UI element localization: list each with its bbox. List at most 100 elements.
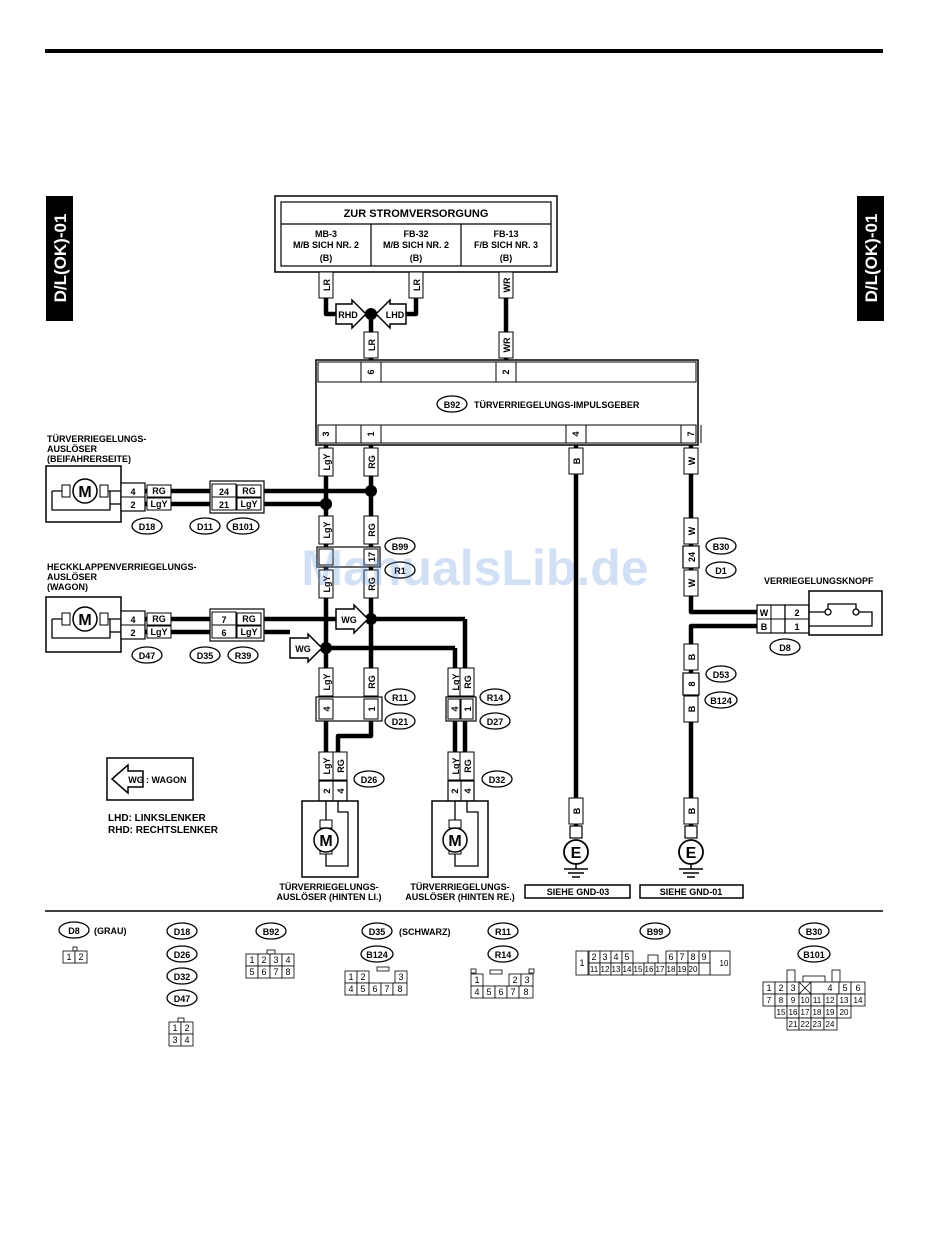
svg-text:24: 24 — [219, 487, 229, 497]
svg-text:AUSLÖSER (HINTEN RE.): AUSLÖSER (HINTEN RE.) — [405, 892, 515, 902]
svg-text:19: 19 — [678, 965, 687, 974]
svg-text:R14: R14 — [495, 950, 512, 960]
svg-text:B: B — [687, 705, 697, 712]
connector-views: D8 (GRAU) 1 2 D18 D26 D32 D47 1 2 3 4 B9… — [58, 921, 866, 1047]
svg-text:1: 1 — [348, 972, 353, 982]
svg-text:D8: D8 — [779, 643, 791, 653]
svg-text:1: 1 — [766, 983, 771, 993]
svg-text:8: 8 — [523, 987, 528, 997]
svg-text:14: 14 — [854, 996, 863, 1005]
svg-text:10: 10 — [801, 996, 810, 1005]
svg-text:1: 1 — [249, 955, 254, 965]
power-supply-box: ZUR STROMVERSORGUNG MB-3 M/B SICH NR. 2 … — [274, 195, 558, 273]
svg-text:LgY: LgY — [322, 522, 332, 539]
svg-text:B124: B124 — [366, 950, 388, 960]
svg-text:4: 4 — [184, 1035, 189, 1045]
svg-text:2: 2 — [261, 955, 266, 965]
svg-text:4: 4 — [322, 706, 332, 711]
svg-text:RG: RG — [463, 759, 473, 773]
rear-left-actuator: 2 4 M D26 TÜRVERRIEGELUNGS- AUSLÖSER (HI… — [277, 770, 385, 902]
svg-text:D32: D32 — [174, 972, 191, 982]
svg-text:9: 9 — [791, 996, 796, 1005]
lhd-label: LHD — [386, 310, 405, 320]
tag-lgy-4: LgY — [318, 667, 334, 697]
svg-text:B92: B92 — [263, 927, 280, 937]
svg-text:B: B — [572, 807, 582, 814]
svg-text:LgY: LgY — [322, 674, 332, 691]
svg-text:D53: D53 — [713, 670, 730, 680]
svg-text:D1: D1 — [715, 566, 727, 576]
svg-text:18: 18 — [667, 965, 676, 974]
b92-connector-tag: B92 — [444, 400, 461, 410]
tag-lr-mid: LR — [363, 331, 379, 359]
svg-text:B124: B124 — [710, 696, 732, 706]
svg-text:6: 6 — [855, 983, 860, 993]
svg-text:7: 7 — [221, 615, 226, 625]
svg-text:5: 5 — [360, 984, 365, 994]
svg-text:3: 3 — [273, 955, 278, 965]
passenger-actuator: TÜRVERRIEGELUNGS- AUSLÖSER (BEIFAHRERSEI… — [45, 434, 265, 535]
svg-text:W: W — [760, 608, 769, 618]
svg-text:AUSLÖSER: AUSLÖSER — [47, 444, 98, 454]
rhd-label: RHD — [338, 310, 358, 320]
r14-junction: 4 1 R14 D27 — [445, 688, 511, 730]
lhd-flag: LHD — [374, 298, 407, 330]
svg-text:D47: D47 — [139, 651, 156, 661]
fuse-1-col: (B) — [320, 253, 333, 263]
svg-text:RG: RG — [463, 675, 473, 689]
svg-text:1: 1 — [474, 975, 479, 985]
svg-text:12: 12 — [826, 996, 835, 1005]
svg-text:B: B — [687, 807, 697, 814]
svg-text:WG: WG — [295, 644, 311, 654]
svg-text:13: 13 — [612, 965, 621, 974]
tag-rg-7: RG — [459, 751, 475, 781]
svg-text:3: 3 — [398, 972, 403, 982]
svg-text:W: W — [687, 456, 697, 465]
svg-text:12: 12 — [601, 965, 610, 974]
pin-bot-7: 7 — [686, 431, 696, 436]
svg-text:1: 1 — [66, 952, 71, 962]
rhd-flag: RHD — [335, 298, 368, 330]
svg-text:W: W — [687, 578, 697, 587]
tag-rg-3: RG — [363, 569, 379, 599]
svg-text:VERRIEGELUNGSKNOPF: VERRIEGELUNGSKNOPF — [764, 576, 874, 586]
svg-text:22: 22 — [801, 1020, 810, 1029]
ground-01-label: SIEHE GND-01 — [660, 887, 723, 897]
tag-b-5: B — [683, 797, 699, 825]
svg-text:7: 7 — [273, 967, 278, 977]
svg-text:B101: B101 — [803, 950, 825, 960]
svg-text:15: 15 — [777, 1008, 786, 1017]
svg-text:D8: D8 — [68, 926, 80, 936]
svg-text:WR: WR — [502, 277, 512, 292]
svg-text:B101: B101 — [232, 522, 254, 532]
tag-b-4: B — [568, 797, 584, 825]
svg-text:D11: D11 — [197, 522, 213, 532]
fuse-3-desc: F/B SICH NR. 3 — [474, 240, 538, 250]
svg-text:11: 11 — [590, 965, 599, 974]
svg-text:2: 2 — [778, 983, 783, 993]
svg-text:4: 4 — [130, 615, 135, 625]
svg-text:B30: B30 — [713, 542, 730, 552]
svg-text:LgY: LgY — [241, 627, 258, 637]
svg-text:AUSLÖSER (HINTEN LI.): AUSLÖSER (HINTEN LI.) — [277, 892, 382, 902]
svg-text:3: 3 — [790, 983, 795, 993]
svg-text:B30: B30 — [806, 927, 823, 937]
side-tab-left: D/L(OK)-01 — [46, 196, 73, 321]
svg-text:WG: WG — [341, 615, 357, 625]
svg-text:4: 4 — [336, 788, 346, 793]
svg-text:2: 2 — [78, 952, 83, 962]
svg-text:D27: D27 — [487, 717, 504, 727]
b30-grid: 1 2 3 4 5 6 7 8 9 10 11 12 13 14 — [762, 969, 866, 1031]
svg-text:7: 7 — [384, 984, 389, 994]
svg-text:LgY: LgY — [241, 499, 258, 509]
svg-text:RG: RG — [242, 486, 256, 496]
svg-text:TÜRVERRIEGELUNGS-: TÜRVERRIEGELUNGS- — [47, 434, 146, 444]
svg-text:7: 7 — [679, 952, 684, 962]
svg-text:4: 4 — [285, 955, 290, 965]
svg-text:D26: D26 — [361, 775, 378, 785]
svg-text:LgY: LgY — [322, 758, 332, 775]
tag-rg-2: RG — [363, 515, 379, 545]
power-box-title: ZUR STROMVERSORGUNG — [344, 208, 489, 220]
r1-tag: R1 — [394, 566, 406, 576]
svg-text:24: 24 — [826, 1020, 835, 1029]
